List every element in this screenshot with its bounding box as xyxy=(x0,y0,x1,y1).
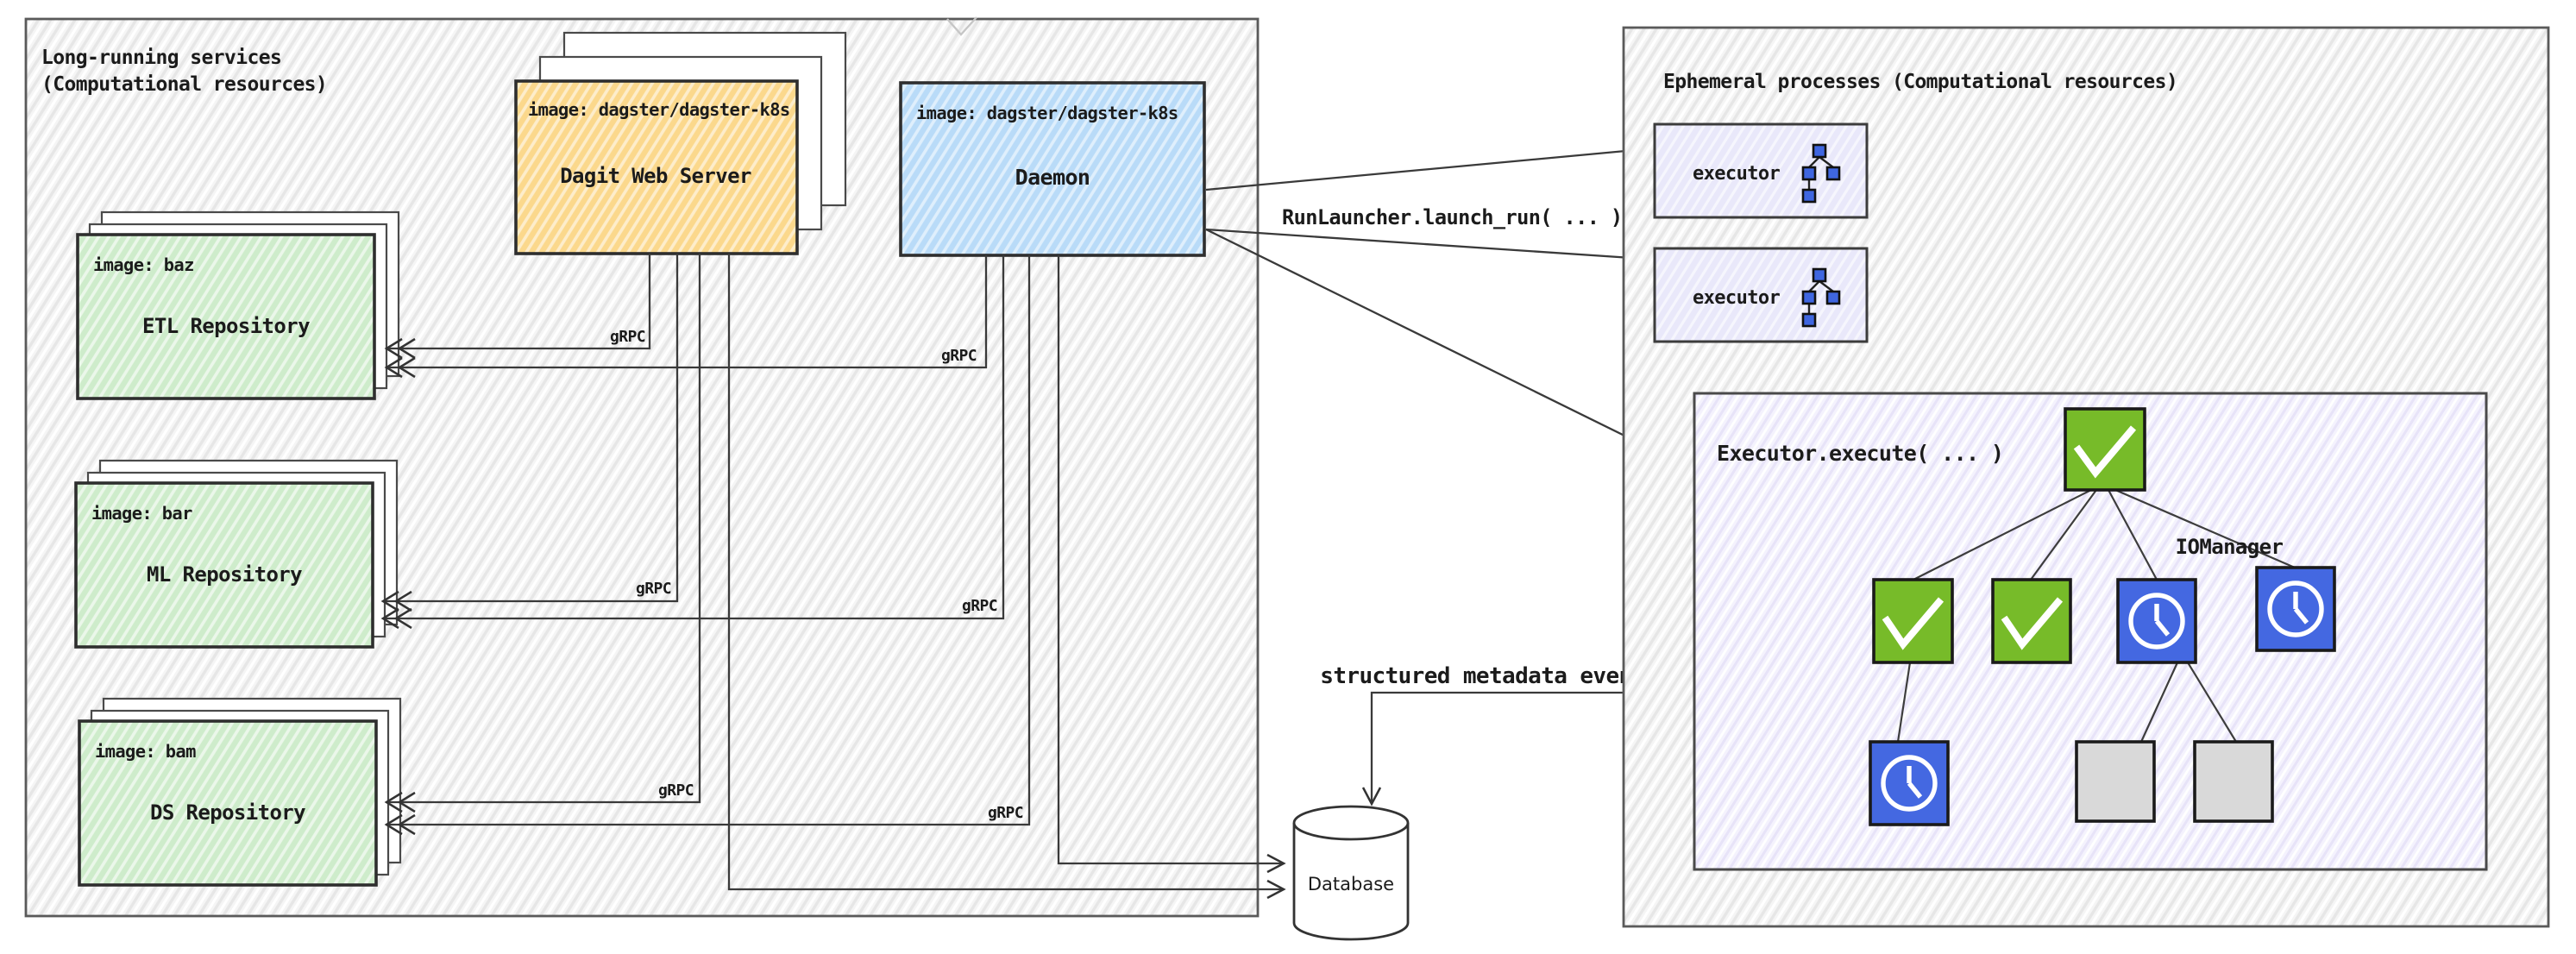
wire-daemon-to-etl xyxy=(384,255,988,379)
daemon-box-group: image: dagster/dagster-k8s Daemon xyxy=(899,81,1206,257)
structured-metadata-flow: structured metadata events xyxy=(1320,663,1694,807)
database-cylinder: Database xyxy=(1292,805,1410,941)
grpc-label: gRPC xyxy=(941,347,977,365)
wire-dagit-to-etl xyxy=(384,254,651,360)
wire-dagit-to-ml xyxy=(380,254,679,612)
check-icon xyxy=(2001,597,2064,650)
ml-name-label: ML Repository xyxy=(147,562,302,587)
database-body xyxy=(1292,823,1410,941)
clock-icon xyxy=(2267,581,2324,637)
structured-metadata-label: structured metadata events xyxy=(1320,663,1657,689)
dag-edge xyxy=(1913,489,2092,581)
grpc-label: gRPC xyxy=(636,580,671,598)
grpc-label: gRPC xyxy=(962,597,997,615)
dag-node-step5-scheduled xyxy=(1869,740,1950,826)
dag-node-step4-scheduled xyxy=(2255,566,2336,652)
ml-image-label: image: bar xyxy=(91,503,192,524)
ml-repository-stack: image: bar ML Repository xyxy=(74,459,399,649)
mini-dag-icon xyxy=(1801,143,1841,204)
dag-node-run-success xyxy=(2064,407,2146,492)
dag-node-step1-success xyxy=(1872,578,1954,664)
dag-edge xyxy=(2108,489,2158,581)
check-icon xyxy=(2073,425,2137,479)
dag-node-step3-scheduled xyxy=(2116,578,2197,664)
run-launcher-call-label: RunLauncher.launch_run( ... ) xyxy=(1282,205,1623,229)
run-launch-arrows: RunLauncher.launch_run( ... ) xyxy=(1205,141,1692,469)
ds-name-label: DS Repository xyxy=(150,800,305,825)
dag-node-step2-success xyxy=(1991,578,2072,664)
etl-image-label: image: baz xyxy=(93,254,194,275)
executor-label: executor xyxy=(1693,163,1781,185)
arrow-daemon-to-executor-2 xyxy=(1205,228,1647,267)
etl-repository-box xyxy=(76,233,376,400)
dagit-image-label: image: dagster/dagster-k8s xyxy=(528,99,790,120)
dag-edge xyxy=(2187,662,2237,743)
daemon-name-label: Daemon xyxy=(1015,165,1090,190)
executor-box-1: executor xyxy=(1653,122,1869,219)
sketch-squiggle xyxy=(946,16,977,36)
check-icon xyxy=(1882,597,1945,650)
dagit-name-label: Dagit Web Server xyxy=(560,164,751,188)
clock-icon xyxy=(1881,755,1938,812)
daemon-box xyxy=(899,81,1206,257)
wire-daemon-to-ml xyxy=(380,255,1005,630)
arrow-daemon-to-executor-1 xyxy=(1205,141,1647,191)
grpc-label: gRPC xyxy=(988,804,1023,822)
dag-edge xyxy=(1896,662,1912,743)
wire-daemon-to-database xyxy=(1057,255,1286,874)
database-label: Database xyxy=(1308,874,1394,894)
dag-node-step7-not-started xyxy=(2193,740,2274,823)
dag-edge-iomanager xyxy=(2114,488,2296,569)
database-top xyxy=(1292,805,1410,841)
executor-execute-panel: Executor.execute( ... ) IOManager xyxy=(1693,392,2488,871)
dagit-web-server-stack: image: dagster/dagster-k8s Dagit Web Ser… xyxy=(514,31,847,255)
dagit-web-server-box xyxy=(514,79,799,255)
wire-daemon-to-ds xyxy=(384,255,1031,836)
right-panel-title: Ephemeral processes (Computational resou… xyxy=(1663,71,2177,93)
etl-repository-stack: image: baz ETL Repository xyxy=(76,210,400,400)
iomanager-label: IOManager xyxy=(2176,535,2284,559)
ml-repository-box xyxy=(74,481,374,649)
wire-dagit-to-database xyxy=(727,254,1286,900)
ds-image-label: image: bam xyxy=(95,741,196,762)
executor-box-2: executor xyxy=(1653,247,1869,343)
daemon-image-label: image: dagster/dagster-k8s xyxy=(916,103,1178,123)
mini-dag-icon xyxy=(1801,267,1841,328)
dag-edge xyxy=(2030,489,2097,581)
ephemeral-processes-panel: Ephemeral processes (Computational resou… xyxy=(1622,26,2550,928)
executor-label: executor xyxy=(1693,287,1781,309)
grpc-label: gRPC xyxy=(610,328,645,346)
ds-repository-stack: image: bam DS Repository xyxy=(78,697,402,887)
long-running-services-panel: Long-running services (Computational res… xyxy=(24,16,1286,918)
ds-repository-box xyxy=(78,719,378,887)
wire-execute-panel-to-database xyxy=(1361,691,1694,807)
left-panel-title-line2: (Computational resources) xyxy=(41,73,327,96)
grpc-label: gRPC xyxy=(658,781,694,800)
executor-execute-label: Executor.execute( ... ) xyxy=(1717,441,2003,466)
etl-name-label: ETL Repository xyxy=(142,314,310,338)
dag-node-step6-not-started xyxy=(2075,740,2156,823)
arrow-daemon-to-execute-panel xyxy=(1205,228,1692,469)
left-panel-title-line1: Long-running services xyxy=(41,47,281,69)
clock-icon xyxy=(2128,593,2185,650)
dag-edge xyxy=(2139,662,2179,743)
wire-dagit-to-ds xyxy=(384,254,701,813)
